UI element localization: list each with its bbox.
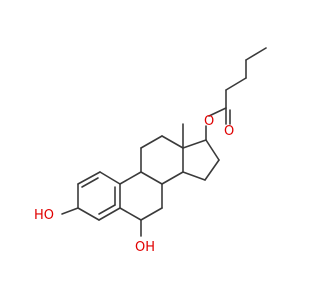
bond: [245, 47, 267, 61]
bond: [205, 139, 220, 161]
bond: [204, 159, 220, 181]
bond-lines: [61, 47, 267, 237]
bond: [182, 171, 206, 181]
bond: [208, 107, 227, 117]
hydroxyl-bond: [61, 207, 79, 215]
bond: [140, 171, 163, 185]
molecule-structure: O O HO OH: [34, 47, 267, 255]
bond: [119, 171, 142, 185]
bond: [140, 135, 163, 149]
bond: [225, 77, 247, 91]
bond: [77, 207, 100, 221]
bond: [140, 207, 163, 221]
bond: [161, 135, 184, 149]
hydroxyl-3-label: HO: [34, 208, 54, 223]
carbonyl-oxygen-label: O: [224, 124, 234, 139]
bond: [98, 207, 121, 221]
hydroxyl-6-label: OH: [135, 240, 155, 255]
bond: [77, 171, 101, 185]
double-bond: [81, 177, 99, 188]
bond: [99, 171, 121, 185]
double-bond: [98, 204, 116, 215]
bond: [161, 171, 184, 185]
ester-oxygen-label: O: [204, 114, 214, 129]
bond: [182, 139, 207, 149]
molecule-canvas: O O HO OH: [34, 47, 267, 255]
bond: [119, 207, 142, 221]
